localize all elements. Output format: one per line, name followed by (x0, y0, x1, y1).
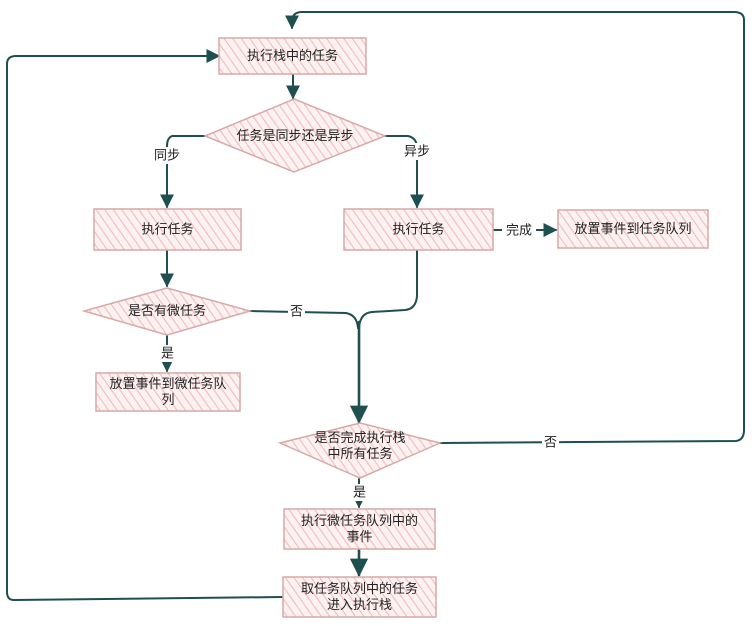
node-sync-or-async: 任务是同步还是异步 (203, 98, 388, 173)
node-label-line: 列 (161, 393, 174, 408)
node-take-task: 取任务队列中的任务进入执行栈 (282, 576, 437, 618)
node-label-exec-micro: 执行微任务队列中的事件 (301, 513, 418, 545)
nodes: 执行栈中的任务 任务是同步还是异步 执行任务 执行任务 放置事件到任务队列 是否… (81, 37, 709, 618)
node-label-take-task: 取任务队列中的任务进入执行栈 (301, 581, 418, 613)
edge-labels: 同步 异步 完成 是 否 是 否 (150, 143, 559, 501)
node-label-line: 是否有微任务 (128, 303, 206, 319)
edge-take-task-loop (6, 49, 283, 601)
edge-micro-no (249, 310, 359, 329)
node-label-exec-stack: 执行栈中的任务 (247, 48, 338, 64)
node-exec-stack: 执行栈中的任务 (218, 37, 367, 75)
node-label-line: 任务是同步还是异步 (236, 128, 353, 144)
node-put-task-queue: 放置事件到任务队列 (557, 209, 709, 249)
node-exec-micro: 执行微任务队列中的事件 (283, 508, 436, 550)
node-label-line: 放置事件到微任务队 (109, 376, 226, 392)
node-has-micro: 是否有微任务 (81, 287, 253, 336)
edge-label-no-micro: 否 (290, 305, 303, 320)
node-label-line: 事件 (346, 530, 372, 545)
node-label-line: 中所有任务 (327, 446, 392, 462)
node-label-exec-async: 执行任务 (392, 221, 444, 237)
node-exec-sync: 执行任务 (93, 208, 242, 251)
node-label-stack-done: 是否完成执行栈中所有任务 (314, 431, 405, 462)
node-stack-done: 是否完成执行栈中所有任务 (277, 422, 443, 479)
node-exec-async: 执行任务 (343, 208, 494, 251)
node-label-put-task-queue: 放置事件到任务队列 (574, 221, 691, 237)
edge-label-no-done: 否 (544, 436, 557, 451)
node-label-line: 进入执行栈 (327, 598, 392, 613)
node-put-micro-queue: 放置事件到微任务队列 (95, 372, 241, 412)
edge-decision-to-exec-sync (160, 135, 207, 209)
edge-label-yes-micro: 是 (161, 347, 174, 362)
node-label-line: 放置事件到任务队列 (574, 221, 691, 237)
edge-label-complete: 完成 (506, 224, 532, 239)
node-label-line: 执行微任务队列中的 (301, 513, 418, 529)
edge-stack-done-no-loop (285, 11, 745, 444)
node-label-line: 执行任务 (392, 221, 444, 237)
edge-label-async: 异步 (404, 145, 430, 160)
node-label-line: 执行任务 (141, 221, 193, 237)
node-label-sync-or-async: 任务是同步还是异步 (236, 128, 353, 144)
edge-label-yes-done: 是 (353, 486, 366, 501)
node-label-has-micro: 是否有微任务 (128, 303, 206, 319)
node-label-exec-sync: 执行任务 (141, 221, 193, 237)
edges (6, 11, 745, 601)
edge-label-sync: 同步 (154, 149, 180, 164)
node-label-put-micro-queue: 放置事件到微任务队列 (109, 376, 226, 408)
edge-exec-async-to-merge (358, 249, 418, 329)
node-label-line: 执行栈中的任务 (247, 48, 338, 64)
node-label-line: 取任务队列中的任务 (301, 581, 418, 597)
node-label-line: 是否完成执行栈 (314, 431, 405, 446)
